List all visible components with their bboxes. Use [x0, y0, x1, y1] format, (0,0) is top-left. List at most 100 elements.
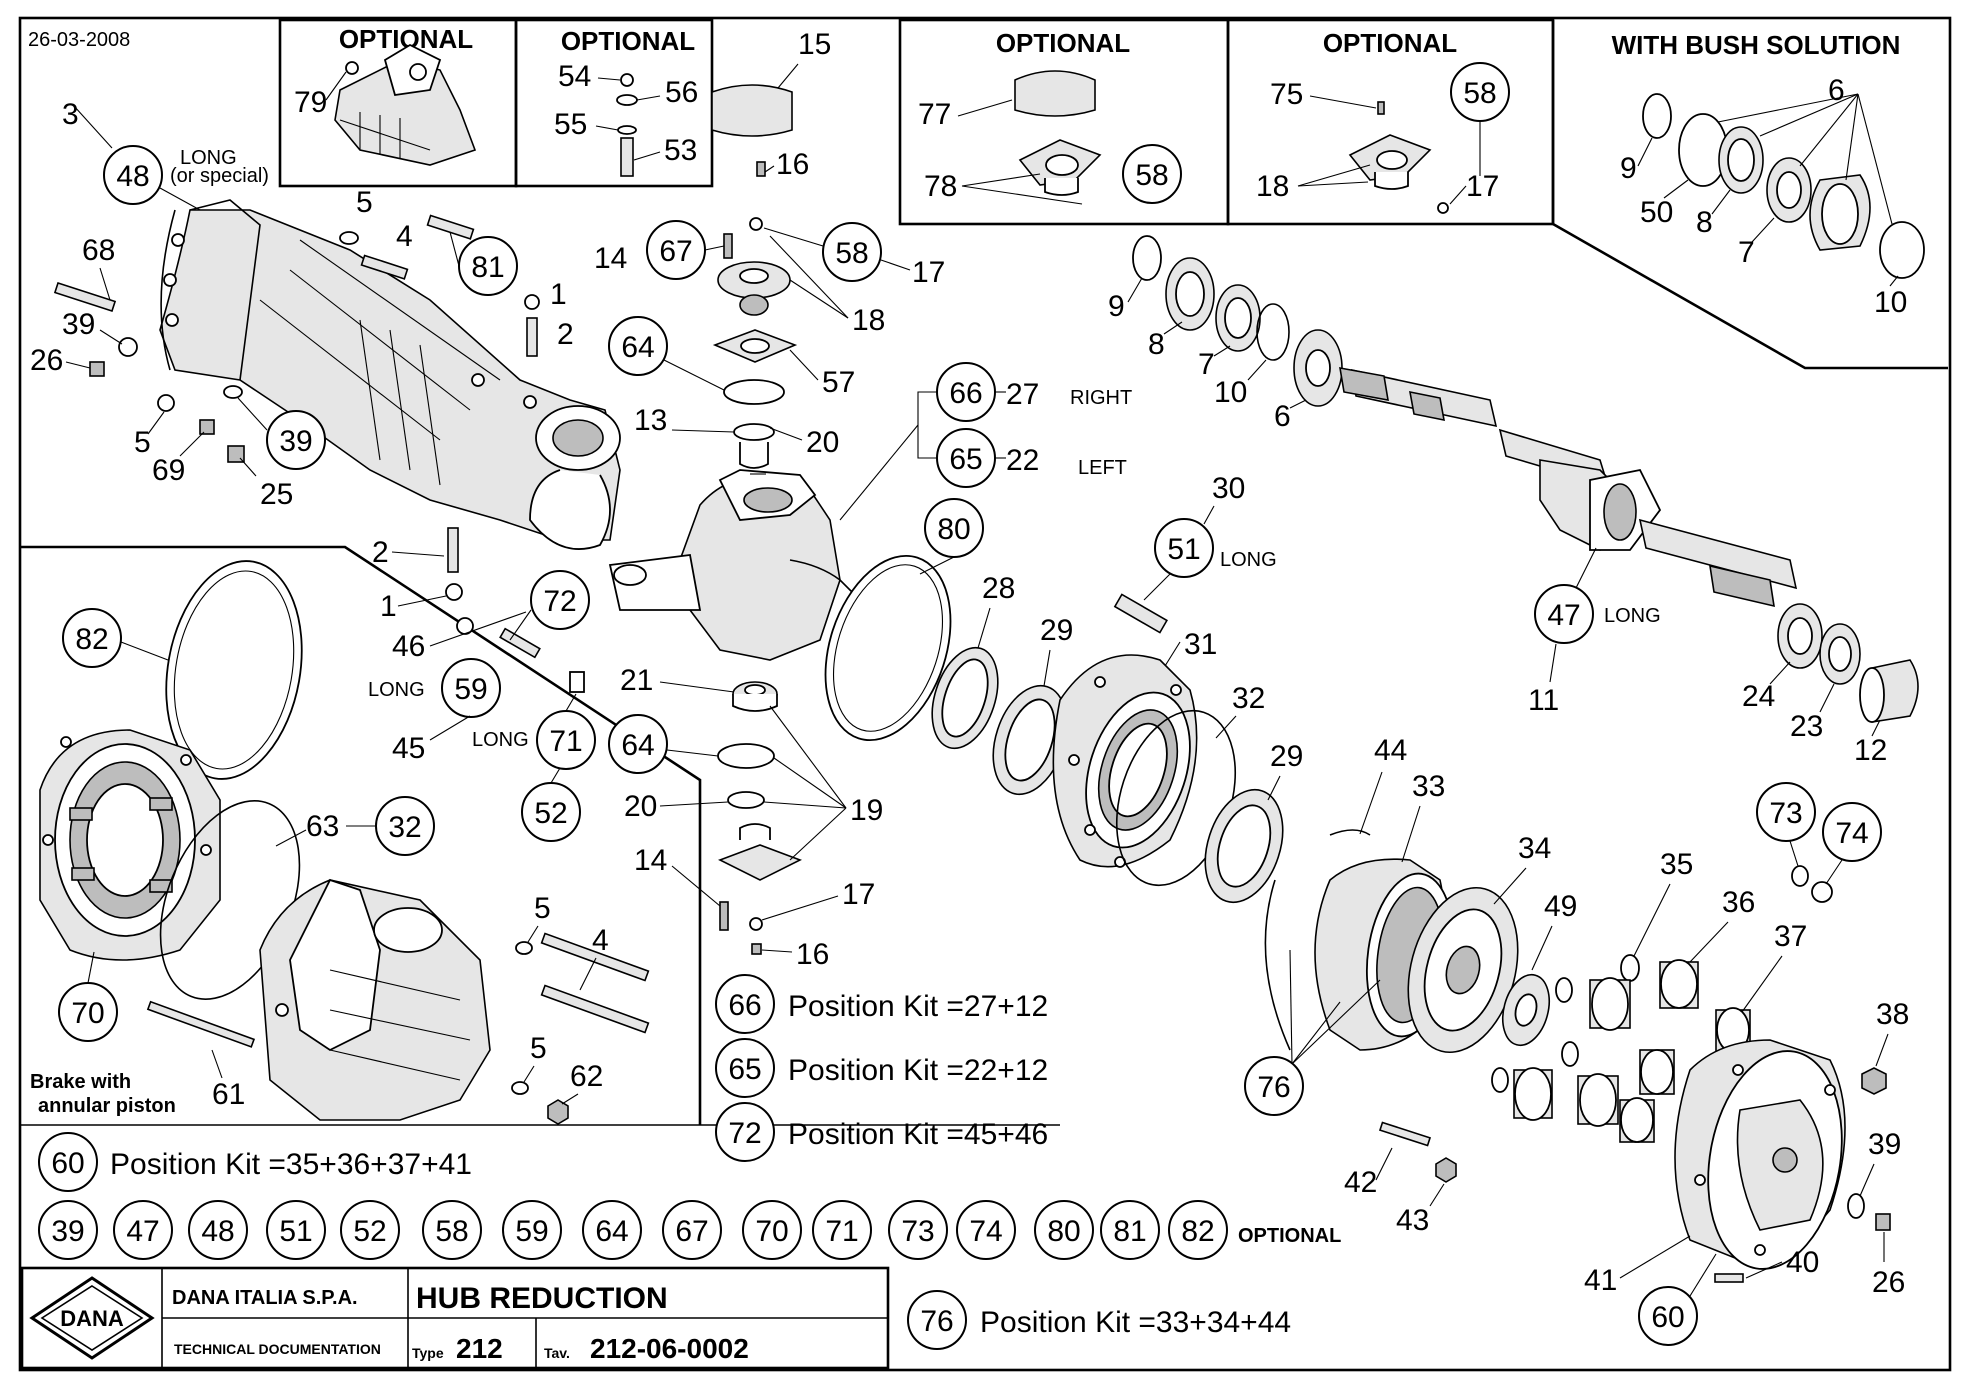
shaft-end-parts: [1777, 603, 1919, 723]
optional-part-number: 81: [1113, 1215, 1146, 1248]
label-64-a: 64: [621, 331, 654, 364]
label-47-a: 47: [1547, 599, 1580, 632]
label-61: 61: [212, 1078, 245, 1111]
label-9-a: 9: [1620, 152, 1637, 185]
circle-64-b: [608, 714, 668, 774]
wheel-hub-31: [1052, 654, 1198, 868]
label-9-b: 9: [1108, 290, 1125, 323]
kit-60-circle: [38, 1132, 98, 1192]
stud-42: [1378, 1121, 1432, 1147]
label-10-b: 10: [1214, 376, 1247, 409]
note-long-special-2: (or special): [170, 165, 269, 187]
optional-title-2: OPTIONAL: [561, 26, 695, 56]
label-58-c: 58: [835, 237, 868, 270]
optional-part-number: 70: [755, 1215, 788, 1248]
kit-60-text: Position Kit =35+36+37+41: [110, 1148, 472, 1181]
circle-58-c: [822, 222, 882, 282]
label-24: 24: [1742, 680, 1775, 713]
snap-ring-44: [1329, 829, 1371, 836]
optional-part-circle: [113, 1200, 173, 1260]
washer-74: [1811, 881, 1833, 903]
label-74: 74: [1835, 817, 1868, 850]
label-81: 81: [471, 251, 504, 284]
label-52: 52: [534, 797, 567, 830]
circle-73: [1756, 782, 1816, 842]
label-34: 34: [1518, 832, 1551, 865]
axle-housing: [159, 199, 621, 550]
label-39-c: 39: [1868, 1128, 1901, 1161]
flange-18: [1348, 101, 1449, 214]
label-8-b: 8: [1148, 328, 1165, 361]
label-66-a: 66: [949, 377, 982, 410]
planet-carrier-41: [1674, 1039, 1846, 1270]
circle-51: [1154, 518, 1214, 578]
label-79: 79: [294, 86, 327, 119]
type-label: Type: [412, 1345, 444, 1361]
optional-part-number: 71: [825, 1215, 858, 1248]
label-51: 51: [1167, 533, 1200, 566]
brake-housing: [259, 878, 491, 1121]
optional-title-3: OPTIONAL: [996, 28, 1130, 58]
label-1-a: 1: [550, 278, 567, 311]
optional-part-circle: [422, 1200, 482, 1260]
note-right: RIGHT: [1070, 387, 1132, 409]
label-2-a: 2: [557, 318, 574, 351]
label-18-b: 18: [852, 304, 885, 337]
label-71: 71: [549, 725, 582, 758]
note-brake-1: Brake with: [30, 1071, 131, 1093]
nut-43: [1435, 1157, 1457, 1183]
drawing-date: 26-03-2008: [28, 29, 130, 51]
label-65-a: 65: [949, 443, 982, 476]
bush-solution-title: WITH BUSH SOLUTION: [1612, 30, 1901, 60]
label-5-d: 5: [530, 1032, 547, 1065]
circle-60-a: [1638, 1286, 1698, 1346]
kit-76-text: Position Kit =33+34+44: [980, 1306, 1291, 1339]
label-30: 30: [1212, 472, 1245, 505]
circle-76-a: [1244, 1056, 1304, 1116]
label-37: 37: [1774, 920, 1807, 953]
label-14-b: 14: [634, 844, 667, 877]
label-19: 19: [850, 794, 883, 827]
company-name: DANA ITALIA S.P.A.: [172, 1287, 358, 1309]
label-32-b: 32: [388, 811, 421, 844]
stud-61: [146, 1000, 256, 1048]
label-6-b: 6: [1274, 400, 1291, 433]
kit-72-text: Position Kit =45+46: [788, 1118, 1048, 1151]
label-4-a: 4: [396, 220, 413, 253]
cap-77: [1014, 70, 1096, 117]
label-22: 22: [1006, 444, 1039, 477]
label-26-a: 26: [30, 344, 63, 377]
label-27: 27: [1006, 378, 1039, 411]
drawing-border: [18, 16, 1952, 1372]
technical-documentation-label: TECHNICAL DOCUMENTATION: [174, 1341, 381, 1357]
label-17-c: 17: [842, 878, 875, 911]
drawing-title: HUB REDUCTION: [416, 1282, 668, 1315]
kit-60-number: 60: [51, 1147, 84, 1180]
label-70: 70: [71, 997, 104, 1030]
label-53: 53: [664, 134, 697, 167]
kit-72-circle: [715, 1102, 775, 1162]
label-6-a: 6: [1828, 74, 1845, 107]
label-11: 11: [1528, 684, 1559, 717]
circle-74: [1822, 802, 1882, 862]
optional-part-number: 80: [1047, 1215, 1080, 1248]
label-55: 55: [554, 108, 587, 141]
circle-32-b: [375, 796, 435, 856]
label-49: 49: [1544, 890, 1577, 923]
label-35: 35: [1660, 848, 1693, 881]
label-68: 68: [82, 234, 115, 267]
label-7-b: 7: [1198, 348, 1215, 381]
optional-part-circle: [582, 1200, 642, 1260]
optional-part-circle: [1168, 1200, 1228, 1260]
note-long-51: LONG: [1220, 549, 1277, 571]
tav-label: Tav.: [544, 1345, 570, 1361]
label-10-a: 10: [1874, 286, 1907, 319]
kit-65-text: Position Kit =22+12: [788, 1054, 1048, 1087]
bearing-29-b: [1204, 788, 1284, 904]
label-50: 50: [1640, 196, 1673, 229]
label-29-b: 29: [1270, 740, 1303, 773]
bolt-nut-set-53-56: [616, 73, 638, 177]
circle-82: [62, 608, 122, 668]
planet-gears: [1491, 954, 1751, 1143]
